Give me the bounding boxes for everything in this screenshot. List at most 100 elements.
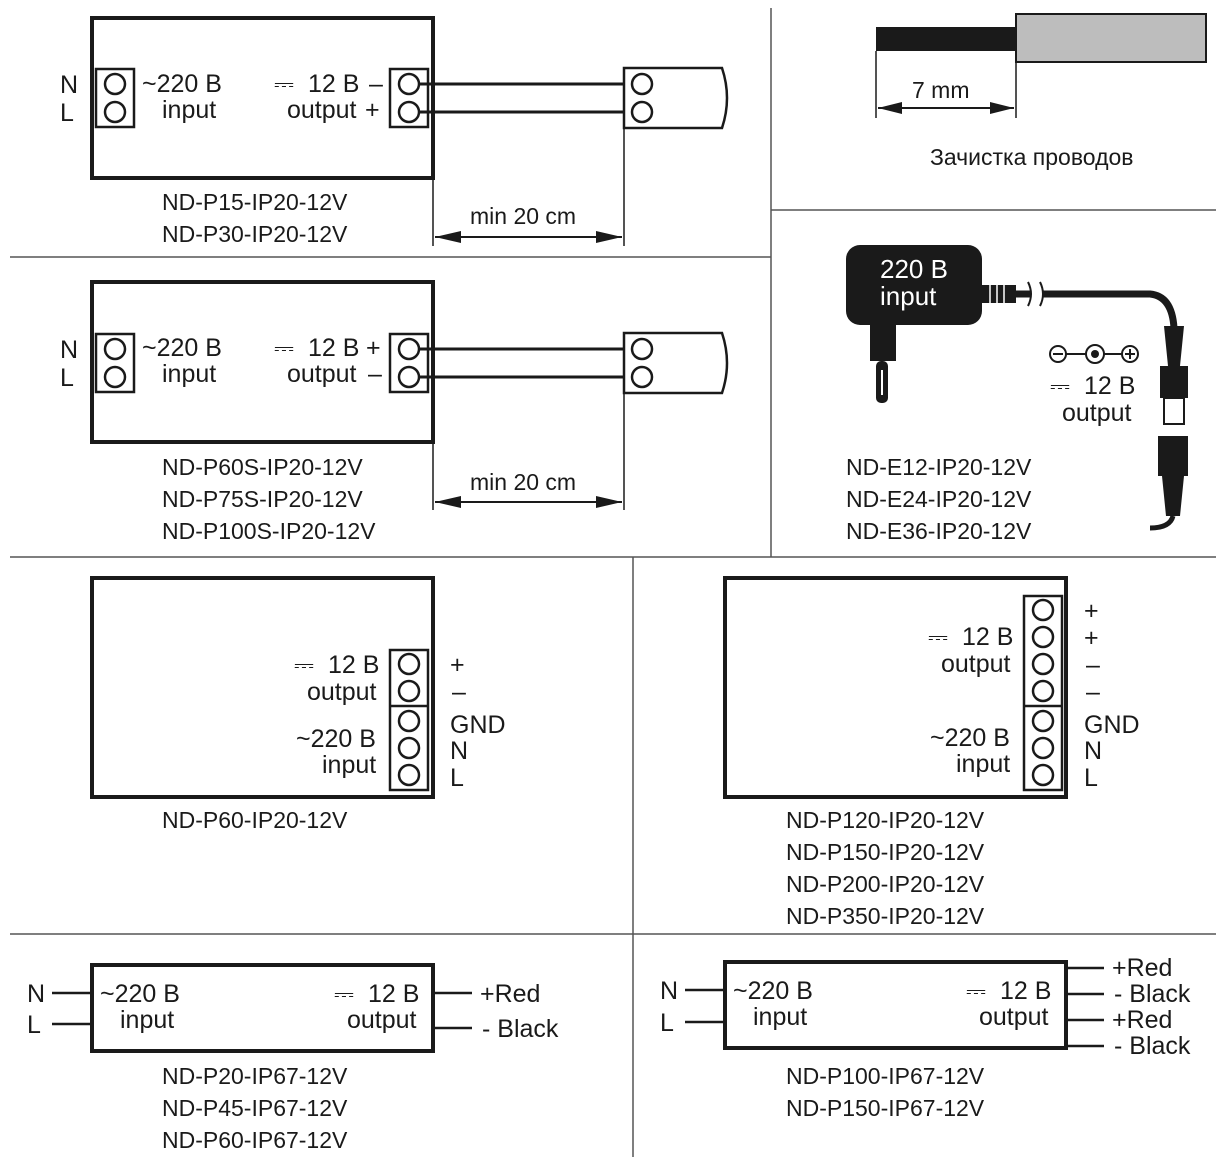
- panel-wire-stripping: 7 mm Зачистка проводов: [875, 13, 1207, 170]
- dc-plug-tip: [1163, 397, 1185, 425]
- wire-insulation: [1015, 13, 1207, 63]
- adapter-input-voltage: 220 B: [880, 254, 948, 284]
- label-n: N: [450, 737, 468, 765]
- label-l: L: [27, 1011, 41, 1039]
- terminal-screw-icon: [397, 679, 421, 703]
- input-terminal-block: [94, 332, 136, 394]
- panel-p60s-group: N L ~220 B input ⎓ 12 B + output – min 2…: [60, 280, 729, 544]
- dc-symbol-icon: ⎓: [274, 334, 294, 362]
- model-name: ND-P350-IP20-12V: [786, 903, 985, 929]
- adapter-input: input: [880, 281, 937, 311]
- label-output-voltage: 12 B: [328, 651, 379, 679]
- label-output: output: [941, 650, 1011, 678]
- label-l: L: [60, 364, 74, 392]
- label-output: output: [287, 360, 357, 388]
- psu-box: [90, 280, 435, 444]
- dc-plug-body: [1160, 366, 1188, 398]
- cable-break-icon: [1027, 281, 1044, 307]
- label-gnd: GND: [1084, 711, 1140, 739]
- strip-pad-icon: [630, 72, 654, 96]
- strip-pad-icon: [630, 337, 654, 361]
- model-name: ND-P60S-IP20-12V: [162, 454, 363, 480]
- label-input-voltage: ~220 B: [100, 980, 180, 1008]
- psu-box: [723, 960, 1068, 1050]
- terminal-screw-icon: [1031, 736, 1055, 760]
- label-n: N: [27, 980, 45, 1008]
- model-name: ND-P20-IP67-12V: [162, 1063, 348, 1089]
- arrow-left-icon: [435, 231, 461, 243]
- terminal-screw-icon: [1031, 763, 1055, 787]
- terminal-screw-icon: [397, 736, 421, 760]
- dc-symbol-icon: ⎓: [334, 980, 354, 1008]
- label-input: input: [956, 750, 1010, 778]
- model-name: ND-P100-IP67-12V: [786, 1063, 985, 1089]
- terminal-screw-icon: [1031, 625, 1055, 649]
- label-output-voltage: 12 B: [1000, 977, 1051, 1005]
- label-black: - Black: [1114, 1032, 1191, 1060]
- label-n: N: [60, 71, 78, 99]
- model-name: ND-P120-IP20-12V: [786, 807, 985, 833]
- model-name: ND-P200-IP20-12V: [786, 871, 985, 897]
- strip-pad-icon: [630, 100, 654, 124]
- label-red: +Red: [1112, 954, 1172, 982]
- psu-box: [90, 576, 435, 799]
- label-gnd: GND: [450, 711, 506, 739]
- dc-socket-boot: [1162, 476, 1184, 516]
- label-min-distance: min 20 cm: [470, 203, 576, 229]
- panel-dividers: [10, 8, 1216, 1157]
- label-plus: +: [450, 651, 465, 679]
- terminal-block: [1022, 594, 1064, 792]
- label-input-voltage: ~220 B: [733, 977, 813, 1005]
- arrow-right-icon: [596, 231, 622, 243]
- cable-strain-relief: [982, 285, 1016, 303]
- bare-conductor: [876, 27, 1016, 51]
- label-plus: +: [365, 96, 380, 124]
- panel-adapter: 220 B input ⎓ 12: [846, 245, 1188, 544]
- label-output-voltage: 12 B: [308, 70, 359, 98]
- model-name: ND-P150-IP67-12V: [786, 1095, 985, 1121]
- psu-box: [90, 16, 435, 180]
- model-name: ND-P60-IP67-12V: [162, 1127, 348, 1153]
- terminal-screw-icon: [103, 72, 127, 96]
- model-name: ND-P60-IP20-12V: [162, 807, 348, 833]
- label-input: input: [162, 360, 216, 388]
- dc-symbol-icon: ⎓: [966, 977, 986, 1005]
- model-name: ND-E12-IP20-12V: [846, 454, 1032, 480]
- model-name: ND-P75S-IP20-12V: [162, 486, 363, 512]
- label-output-voltage: 12 B: [962, 623, 1013, 651]
- model-name: ND-P30-IP20-12V: [162, 221, 348, 247]
- label-strip-length: 7 mm: [912, 77, 970, 103]
- model-name: ND-P45-IP67-12V: [162, 1095, 348, 1121]
- dc-symbol-icon: ⎓: [1050, 372, 1070, 400]
- label-minus: –: [1086, 678, 1100, 706]
- adapter-output-voltage: 12 B: [1084, 372, 1135, 400]
- label-output: output: [287, 96, 357, 124]
- strain-relief-ribs: [989, 285, 1005, 303]
- label-black: - Black: [482, 1015, 559, 1043]
- arrow-right-icon: [990, 102, 1014, 114]
- psu-box: [90, 963, 435, 1053]
- panel-ip67-b: N L ~220 B input ⎓ 12 B output +Red - Bl…: [660, 954, 1191, 1121]
- label-min-distance: min 20 cm: [470, 469, 576, 495]
- label-input-voltage: ~220 B: [142, 334, 222, 362]
- terminal-screw-icon: [1031, 709, 1055, 733]
- arrow-right-icon: [596, 496, 622, 508]
- dc-symbol-icon: ⎓: [274, 70, 294, 98]
- panel-p120-group: ⎓ 12 B output ~220 B input + + – – GND N…: [723, 576, 1140, 929]
- label-output: output: [347, 1006, 417, 1034]
- model-name: ND-E24-IP20-12V: [846, 486, 1032, 512]
- dc-plug-boot: [1164, 326, 1184, 366]
- plug-base: [870, 325, 896, 361]
- panel-p15-p30: N L ~220 B input ⎓ 12 B – output + min 2…: [60, 16, 729, 247]
- terminal-screw-icon: [397, 709, 421, 733]
- label-n: N: [660, 977, 678, 1005]
- adapter-output: output: [1062, 399, 1132, 427]
- cable: [1042, 290, 1178, 329]
- label-n: N: [60, 336, 78, 364]
- terminal-screw-icon: [103, 365, 127, 389]
- terminal-screw-icon: [103, 100, 127, 124]
- label-input-voltage: ~220 B: [296, 725, 376, 753]
- output-terminal-block: [388, 67, 430, 129]
- label-minus: –: [369, 70, 383, 98]
